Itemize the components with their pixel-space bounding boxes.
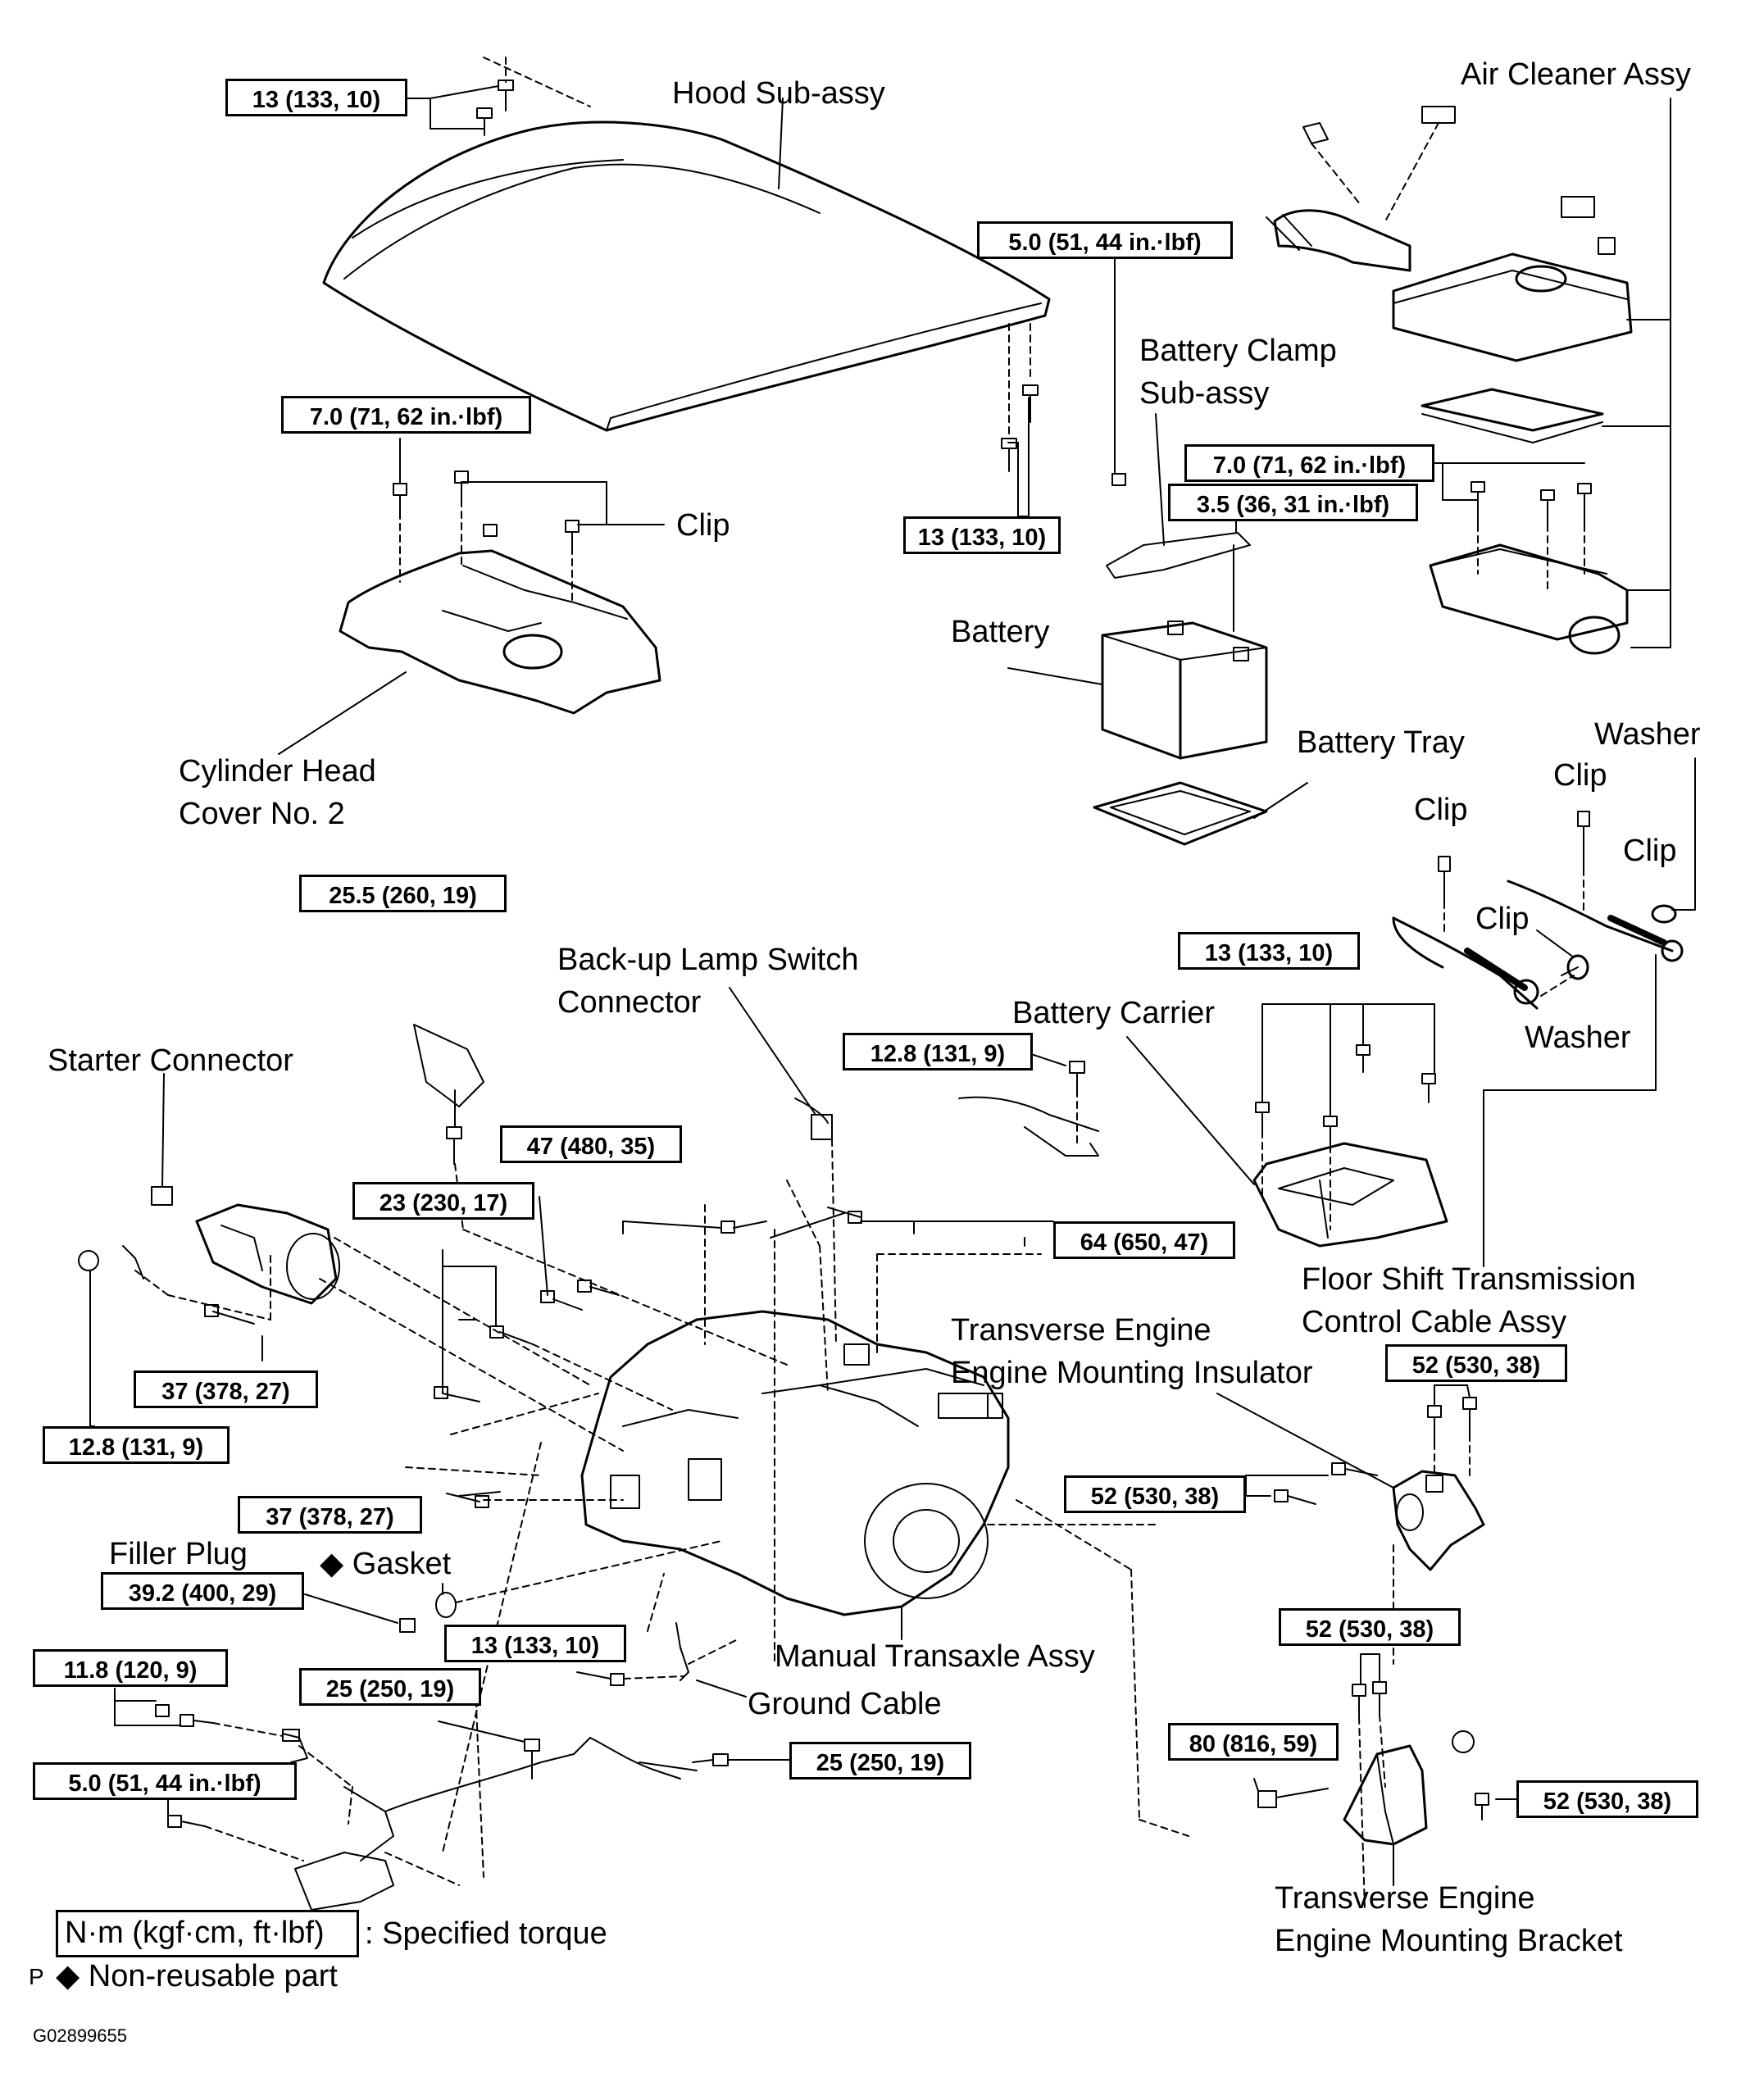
torque-80: 80 (816, 59) (1168, 1723, 1339, 1761)
mount-insulator-label-line1: Transverse Engine (951, 1313, 1211, 1348)
mount-bracket-dashed (1358, 1714, 1386, 1911)
hood-dashed (483, 57, 1031, 435)
battery-clamp-label-line1: Battery Clamp (1139, 334, 1337, 368)
clutch-line-dashed (204, 1722, 353, 1861)
control-cable-leaders (1443, 757, 1696, 1267)
torque-battery-carrier: 13 (133, 10) (1178, 932, 1360, 970)
torque-37-lower: 37 (378, 27) (238, 1496, 422, 1534)
torque-52-top: 52 (530, 38) (1385, 1344, 1567, 1382)
torque-52-mid: 52 (530, 38) (1279, 1608, 1461, 1646)
mount-insulator-label-line2: Engine Mounting Insulator (951, 1356, 1313, 1390)
battery-carrier-drawing (1252, 1142, 1448, 1248)
torque-23: 23 (230, 17) (352, 1182, 534, 1220)
mount-bracket-drawing (1343, 1744, 1428, 1846)
air-cleaner-dashed (1311, 122, 1585, 591)
torque-64: 64 (650, 47) (1053, 1221, 1235, 1259)
cylinder-head-label-line2: Cover No. 2 (179, 797, 345, 831)
torque-connector-bracket: 12.8 (131, 9) (843, 1033, 1033, 1070)
air-cleaner-label: Air Cleaner Assy (1461, 57, 1691, 92)
battery-label: Battery (951, 615, 1050, 649)
clutch-line-drawing (114, 1688, 790, 1911)
clip-label-a: Clip (1414, 793, 1468, 827)
battery-carrier-label: Battery Carrier (1012, 996, 1216, 1030)
carrier-bolts (1126, 1003, 1436, 1185)
cylinder-head-label-line1: Cylinder Head (179, 754, 376, 789)
manual-transaxle-label: Manual Transaxle Assy (775, 1639, 1095, 1674)
torque-11-8: 11.8 (120, 9) (33, 1649, 228, 1687)
floor-shift-label-line1: Floor Shift Transmission (1302, 1262, 1636, 1297)
clip-label: Clip (676, 508, 730, 543)
torque-starter-nut: 12.8 (131, 9) (43, 1426, 230, 1464)
torque-cylinder-cover: 7.0 (71, 62 in.·lbf) (281, 396, 531, 434)
starter-drawing (78, 1186, 340, 1305)
clip-label-c: Clip (1623, 834, 1677, 868)
hood-label: Hood Sub-assy (672, 76, 885, 111)
torque-upper-transaxle: 25.5 (260, 19) (299, 875, 507, 912)
torque-47: 47 (480, 35) (500, 1125, 682, 1163)
torque-5-0-lower: 5.0 (51, 44 in.·lbf) (33, 1762, 297, 1800)
backup-lamp-label-line1: Back-up Lamp Switch (557, 943, 859, 977)
cylinder-head-cover-drawing (339, 549, 661, 715)
legend-unit-box: N·m (kgf·cm, ft·lbf) (56, 1910, 359, 1957)
mount-bracket-label-line2: Engine Mounting Bracket (1275, 1924, 1623, 1958)
hood-bolts (476, 80, 1039, 472)
hood-leader-lines (407, 85, 1030, 517)
battery-leader-lines (1007, 241, 1308, 819)
mount-bracket-label-line1: Transverse Engine (1275, 1881, 1535, 1916)
backup-lamp-label-line2: Connector (557, 985, 702, 1020)
torque-52-right: 52 (530, 38) (1516, 1780, 1698, 1818)
starter-connector-label: Starter Connector (48, 1043, 293, 1078)
torque-air-cleaner: 7.0 (71, 62 in.·lbf) (1184, 444, 1434, 482)
legend-p-mark: P (29, 1964, 44, 1989)
air-cleaner-drawing (1266, 209, 1633, 655)
transaxle-dashed (405, 1163, 1189, 1837)
torque-ground-cable: 13 (133, 10) (444, 1625, 626, 1662)
mount-bracket-bolts (1253, 1653, 1517, 1886)
carrier-dashed (1261, 1130, 1331, 1230)
gasket-label: ◆ Gasket (320, 1547, 452, 1581)
floor-shift-label-line2: Control Cable Assy (1302, 1305, 1567, 1339)
control-cable-drawing (1392, 811, 1684, 1010)
backup-dashed (831, 1089, 1078, 1345)
washer-label-bottom: Washer (1525, 1020, 1631, 1055)
cover-dashed (399, 499, 573, 603)
starter-dashed (134, 1237, 624, 1452)
torque-37-starter: 37 (378, 27) (134, 1370, 318, 1408)
battery-drawing (1093, 473, 1268, 846)
legend-non-reusable: ◆ Non-reusable part (56, 1959, 338, 1993)
mount-insulator-bolts (1216, 1384, 1477, 1505)
cover-fasteners (278, 438, 665, 755)
manual-transaxle-drawing (580, 1310, 1010, 1616)
air-cleaner-leader-lines (1434, 98, 1671, 648)
mount-insulator-drawing (1392, 1470, 1485, 1571)
torque-battery-clamp: 5.0 (51, 44 in.·lbf) (977, 221, 1233, 259)
clip-label-d: Clip (1475, 902, 1530, 936)
air-cleaner-fasteners (1302, 106, 1616, 525)
filler-plug-label: Filler Plug (109, 1537, 248, 1571)
torque-clamp-small: 3.5 (36, 31 in.·lbf) (1168, 484, 1418, 521)
torque-filler-plug: 39.2 (400, 29) (101, 1572, 304, 1610)
backup-lamp-drawing (413, 987, 1099, 1157)
torque-hood-top: 13 (133, 10) (225, 79, 407, 116)
legend-specified-torque: : Specified torque (365, 1916, 607, 1951)
torque-52-left: 52 (530, 38) (1064, 1475, 1246, 1513)
figure-id: G02899655 (33, 2025, 127, 2046)
washer-label-top: Washer (1594, 717, 1701, 752)
torque-25-b: 25 (250, 19) (789, 1742, 971, 1780)
hood-drawing (322, 120, 1051, 432)
transaxle-leader-lines (442, 1089, 1054, 1640)
battery-clamp-label-line2: Sub-assy (1139, 376, 1270, 411)
torque-hood-right: 13 (133, 10) (903, 516, 1061, 554)
torque-25-a: 25 (250, 19) (299, 1668, 481, 1706)
control-cable-dashed (1443, 868, 1584, 997)
battery-tray-label: Battery Tray (1297, 725, 1465, 760)
clip-label-b: Clip (1553, 758, 1607, 793)
ground-cable-label: Ground Cable (748, 1687, 942, 1721)
